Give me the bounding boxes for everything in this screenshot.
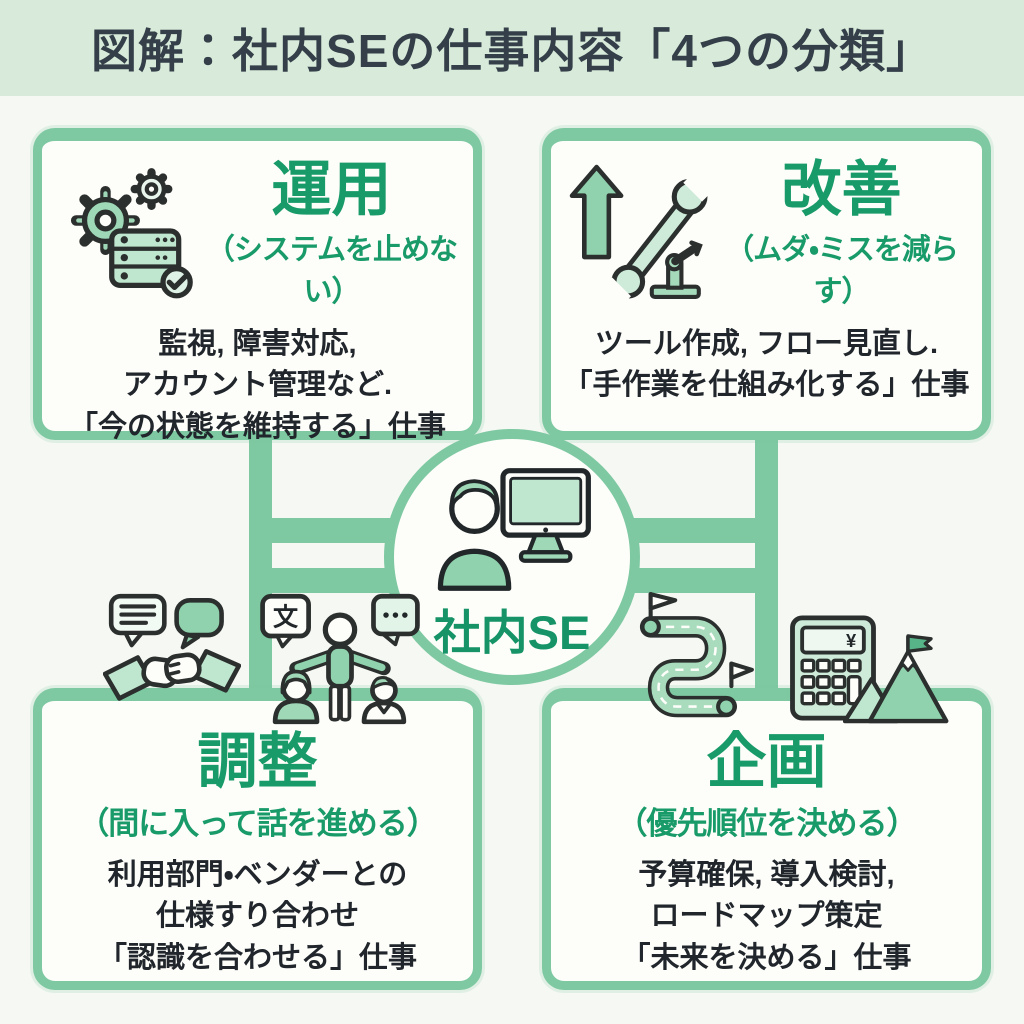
connector-right-trunk	[755, 436, 778, 692]
body-line: 利用部門・ベンダーとの	[107, 859, 408, 892]
calculator-display-char: ¥	[846, 630, 857, 651]
body-line: 「今の状態を維持する」仕事	[68, 410, 446, 443]
body-line: 「未来を決める」仕事	[621, 941, 912, 974]
card-operation-body: 監視, 障害対応, アカウント管理など. 「今の状態を維持する」仕事	[42, 324, 473, 448]
body-line: 「手作業を仕組み化する」仕事	[563, 369, 970, 402]
card-improvement: 改善 （ムダ・ミスを減らす） ツール作成, フロー見直し. 「手作業を仕組み化す…	[542, 128, 991, 440]
body-line: アカウント管理など.	[122, 369, 393, 402]
title-band: 図解：社内SEの仕事内容「4つの分類」	[0, 0, 1024, 96]
card-coordination-title: 調整	[197, 728, 318, 795]
arrow-wrench-robot-icon	[569, 163, 712, 306]
body-line: 「認識を合わせる」仕事	[97, 941, 417, 974]
card-improvement-subtitle: （ムダ・ミスを減らす）	[725, 234, 959, 309]
body-line: 仕様すり合わせ	[155, 900, 359, 933]
connector-left-rail-bottom	[261, 568, 397, 593]
connector-right-rail-top	[627, 518, 763, 543]
gears-server-icon	[60, 164, 198, 305]
mountain-flag-icon	[842, 633, 953, 730]
page-title: 図解：社内SEの仕事内容「4つの分類」	[91, 25, 933, 77]
card-operation-subtitle: （システムを止めない）	[205, 234, 458, 309]
card-operation-title: 運用	[271, 156, 392, 223]
body-line: ツール作成, フロー見直し.	[594, 328, 939, 361]
card-improvement-title: 改善	[781, 156, 902, 223]
center-hub: 社内SE	[384, 429, 640, 685]
card-planning: 企画 （優先順位を決める） 予算確保, 導入検討, ロードマップ策定 「未来を決…	[542, 688, 991, 990]
card-coordination: 調整 （間に入って話を進める） 利用部門・ベンダーとの 仕様すり合わせ 「認識を…	[33, 688, 482, 990]
body-line: 監視, 障害対応,	[158, 328, 357, 361]
card-planning-title: 企画	[706, 728, 827, 795]
person-computer-icon	[428, 439, 596, 598]
mediator-bubble-char: 文	[273, 604, 299, 632]
card-improvement-body: ツール作成, フロー見直し. 「手作業を仕組み化する」仕事	[551, 324, 982, 406]
card-coordination-body: 利用部門・ベンダーとの 仕様すり合わせ 「認識を合わせる」仕事	[42, 855, 473, 979]
center-hub-label: 社内SE	[433, 606, 591, 659]
card-coordination-subtitle: （間に入って話を進める）	[78, 806, 437, 842]
body-line: 予算確保, 導入検討,	[638, 859, 895, 892]
body-line: ロードマップ策定	[650, 900, 883, 933]
calculator-icon: ¥	[788, 614, 878, 727]
card-planning-body: 予算確保, 導入検討, ロードマップ策定 「未来を決める」仕事	[551, 855, 982, 979]
card-planning-subtitle: （優先順位を決める）	[616, 806, 918, 842]
card-operation: 運用 （システムを止めない） 監視, 障害対応, アカウント管理など. 「今の状…	[33, 128, 482, 443]
handshake-chat-icon	[102, 592, 242, 725]
mediator-people-icon: 文	[256, 590, 424, 731]
roadmap-flags-icon	[626, 588, 754, 731]
connector-right-rail-bottom	[627, 568, 763, 593]
connector-left-rail-top	[261, 518, 397, 543]
